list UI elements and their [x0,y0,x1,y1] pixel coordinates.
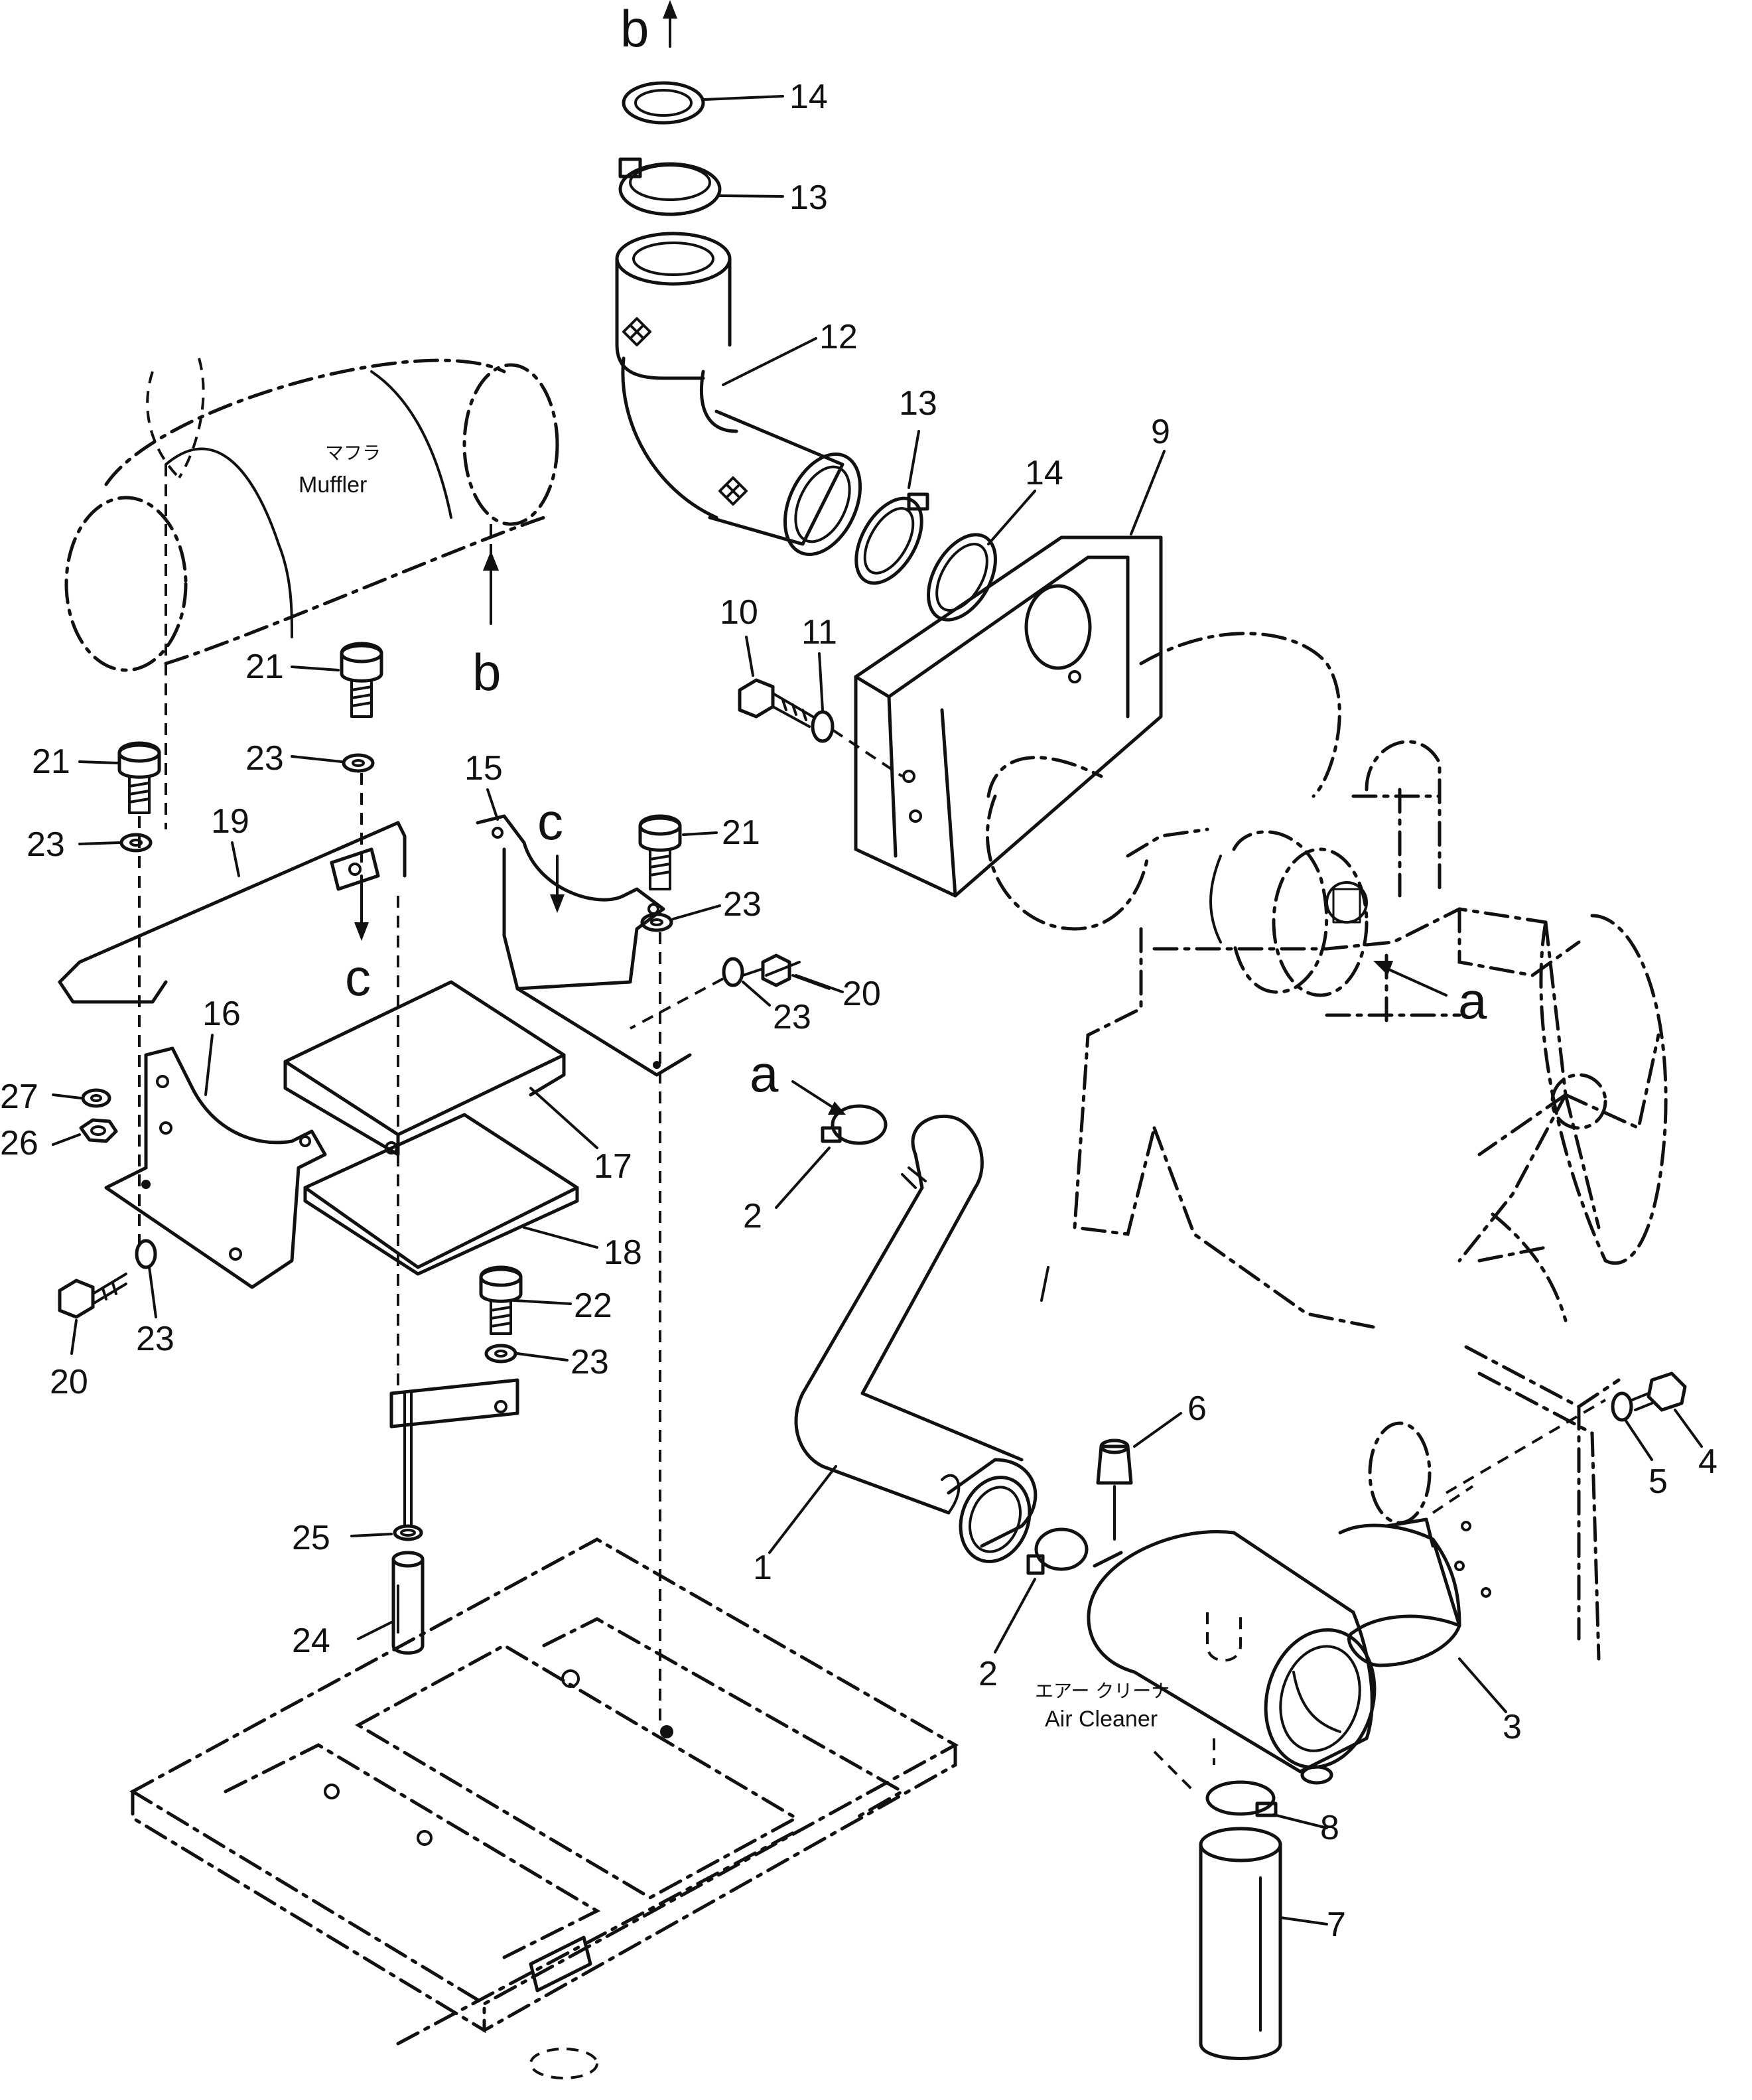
part-1-intake-hose: 1 [753,1114,1038,1587]
callout-19: 19 [211,802,249,841]
part-16-bracket: 16 [104,995,327,1289]
callout-24: 24 [292,1622,330,1660]
part-23-washer-c: 23 [640,885,762,932]
part-23-washer-f: 23 [484,1343,609,1381]
callout-20: 20 [50,1363,88,1401]
part-26-nut: 26 [0,1118,118,1162]
callout-23: 23 [245,739,284,778]
callout-21: 21 [722,813,760,852]
callout-7: 7 [1327,1906,1346,1944]
callout-20: 20 [842,975,881,1013]
callout-2: 2 [978,1655,998,1693]
part-5-washer: 5 [1611,1391,1668,1501]
part-6-dust-indicator: 6 [1096,1389,1207,1541]
muffler-jp-label: マフラ [325,442,381,464]
callout-23: 23 [723,885,762,924]
callout-23: 23 [571,1343,609,1381]
part-23-washer-e: 23 [135,1239,174,1358]
callout-26: 26 [0,1124,38,1162]
part-19-stay: 19 c [58,802,407,1007]
part-14-gasket-top: 14 [622,78,828,125]
part-20-bolt-right: 20 [765,961,881,1013]
air-cleaner: エアー クリーナ Air Cleaner [1035,1530,1377,1785]
part-12-elbow-hose: 12 [615,232,862,557]
part-24-pin: 24 [292,1551,425,1660]
callout-23: 23 [27,825,65,864]
part-22-bolt: 22 [479,1265,612,1335]
callout-12: 12 [819,318,858,356]
callout-14: 14 [789,78,828,116]
callout-6: 6 [1187,1389,1207,1428]
part-20-bolt-left: 20 [50,1273,127,1401]
callout-11: 11 [801,613,837,652]
callout-22: 22 [574,1287,612,1325]
callout-15: 15 [464,749,503,788]
callout-17: 17 [594,1147,632,1186]
part-18-plate: 18 [303,1113,642,1276]
part-13-clamp-top: 13 [618,157,828,217]
air-cleaner-label: Air Cleaner [1045,1707,1158,1732]
part-2-clamp-bottom: 2 [978,1527,1089,1693]
ref-b-top: b [620,0,649,58]
muffler: マフラ Muffler b [64,358,559,829]
support-rod [389,1378,519,1527]
ref-a-right: a [1458,971,1487,1030]
callout-23: 23 [773,998,811,1036]
callout-16: 16 [202,995,241,1033]
part-4-bolt: 4 [1631,1371,1718,1481]
part-27-washer: 27 [0,1078,111,1116]
part-25-ring: 25 [292,1519,423,1557]
assembly-guide-lines [138,773,1474,1793]
air-cleaner-jp-label: エアー クリーナ [1035,1680,1170,1702]
callout-13: 13 [899,384,937,423]
part-10-bolt: 10 [720,593,814,728]
callout-8: 8 [1320,1809,1339,1847]
callout-1: 1 [753,1549,772,1587]
engine-assembly: a [986,632,1668,1329]
callout-18: 18 [604,1233,642,1272]
callout-21: 21 [32,742,70,781]
part-21-bolt-c: 21 [638,813,760,890]
part-23-washer-b: 23 [27,825,153,864]
part-23-washer-d: 23 [722,953,831,1036]
callout-25: 25 [292,1519,330,1557]
part-2-clamp-top: 2 a [743,1044,888,1235]
ref-b-top-arrow: b [620,0,677,58]
part-14-gasket-mid: 14 [927,454,1063,622]
part-17-cover: 17 [283,980,632,1186]
part-3-band: 3 [1338,1421,1522,1746]
callout-14: 14 [1025,454,1063,492]
callout-10: 10 [720,593,758,632]
ref-c-mid: c [537,792,563,851]
part-8-clamp: 8 [1205,1780,1339,1847]
callout-2: 2 [743,1197,762,1235]
callout-13: 13 [789,178,828,217]
ref-b-muffler: b [472,643,501,701]
part-9-bracket: 9 [854,413,1170,898]
callout-5: 5 [1649,1462,1668,1501]
ref-a-top: a [750,1044,779,1103]
part-21-bolt-a: 21 [245,642,383,718]
part-11-washer: 11 [801,613,904,778]
callout-27: 27 [0,1078,38,1116]
part-13-clamp-mid: 13 [854,384,937,585]
part-7-hose: 7 [1199,1827,1346,2060]
frame-rail [1445,1345,1621,1661]
callout-4: 4 [1698,1442,1718,1481]
callout-3: 3 [1503,1708,1522,1746]
part-21-bolt-b: 21 [32,741,161,814]
muffler-label: Muffler [299,472,367,498]
callout-21: 21 [245,648,284,686]
part-23-washer-a: 23 [245,739,375,778]
callout-9: 9 [1151,413,1170,451]
ref-c-left: c [345,948,371,1007]
floor-plate [129,1537,959,2079]
callout-23: 23 [136,1320,174,1358]
part-15-bracket: 15 c [464,749,692,1077]
